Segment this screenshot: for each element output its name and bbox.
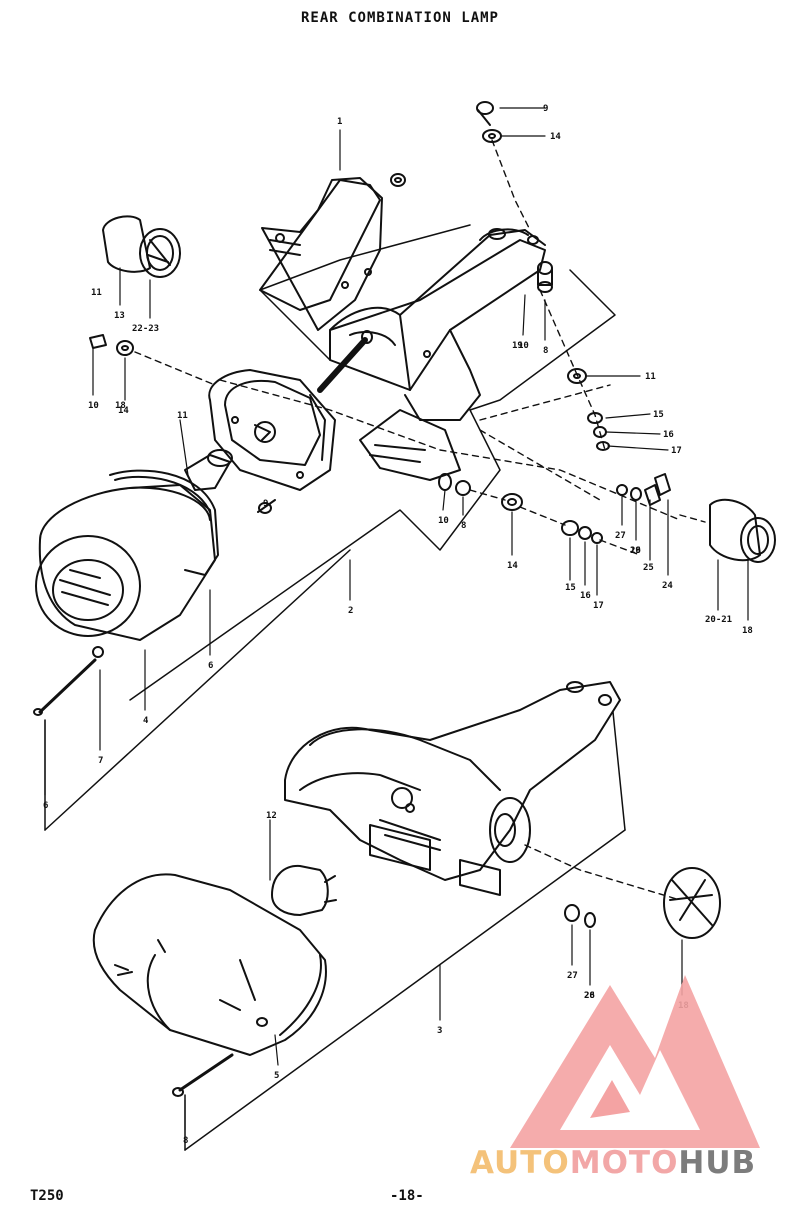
long-screw-lower <box>172 1053 234 1097</box>
callout-10b: 10 <box>518 341 529 351</box>
long-screw-upper <box>33 646 104 716</box>
brand-moto: MOTO <box>569 1145 679 1181</box>
callout-13: 13 <box>114 311 125 321</box>
bulb <box>271 864 337 916</box>
reflector-right <box>709 498 776 563</box>
brand-hub: HUB <box>678 1145 757 1181</box>
lower-nut-washer <box>564 904 596 928</box>
callout-7: 7 <box>98 756 103 766</box>
callout-15a: 15 <box>653 410 664 420</box>
screw-washer-left <box>89 334 134 356</box>
callout-10a: 10 <box>438 516 449 526</box>
callout-19b: 19 <box>630 546 641 556</box>
callout-20-21: 20-21 <box>705 615 732 625</box>
callout-22-23: 22-23 <box>132 324 159 334</box>
page-title: REAR COMBINATION LAMP <box>300 10 499 26</box>
callout-14c: 14 <box>507 561 518 571</box>
callout-2: 2 <box>348 606 353 616</box>
brand-auto: AUTO <box>470 1145 570 1181</box>
reflector-upper-left <box>102 215 181 278</box>
lamp-gasket-upper <box>109 469 219 576</box>
page-number: -18- <box>390 1188 424 1204</box>
callout-6b: 6 <box>43 801 48 811</box>
callout-18b: 18 <box>742 626 753 636</box>
tail-lens-lower <box>663 867 721 939</box>
callout-6a: 6 <box>208 661 213 671</box>
upper-bracket <box>259 177 546 481</box>
callout-11b: 11 <box>645 372 656 382</box>
callout-10c: 10 <box>88 401 99 411</box>
callout-16b: 16 <box>580 591 591 601</box>
callout-28: 28 <box>584 991 595 1001</box>
center-bolt-washers <box>438 473 603 544</box>
lens-screw-upper <box>257 499 276 514</box>
callout-9b: 9 <box>263 499 268 509</box>
lower-housing <box>284 681 621 896</box>
callout-8c: 8 <box>461 521 466 531</box>
model-code: T250 <box>30 1188 64 1204</box>
callout-26a: 26 <box>630 546 641 556</box>
callout-27a: 27 <box>615 531 626 541</box>
callout-5: 5 <box>274 1071 279 1081</box>
callout-11a: 11 <box>177 411 188 421</box>
callout-17a: 17 <box>671 446 682 456</box>
mounting-bolt <box>317 330 373 393</box>
callout-18a: 18 <box>115 401 126 411</box>
callout-8a: 8 <box>183 1136 188 1146</box>
callout-17b: 17 <box>593 601 604 611</box>
callout-14b: 14 <box>118 406 129 416</box>
grommet-right <box>537 261 553 293</box>
callout-26b: 26 <box>584 991 595 1001</box>
callout-24: 24 <box>662 581 673 591</box>
callout-1: 1 <box>337 117 342 127</box>
callout-19a: 19 <box>512 341 523 351</box>
callout-15b: 15 <box>565 583 576 593</box>
callout-9a: 9 <box>543 104 548 114</box>
callout-14a: 14 <box>550 132 561 142</box>
callout-4: 4 <box>143 716 149 726</box>
callout-11c: 11 <box>91 288 102 298</box>
washer-stack-right <box>567 368 610 451</box>
callout-3: 3 <box>437 1026 442 1036</box>
bulb-socket-upper <box>184 449 233 491</box>
callout-25: 25 <box>643 563 654 573</box>
callout-16a: 16 <box>663 430 674 440</box>
top-bolt-washer <box>476 101 502 143</box>
lamp-lens-lower <box>92 873 327 1056</box>
watermark-logo <box>510 975 760 1148</box>
callout-8b: 8 <box>543 346 548 356</box>
top-nut <box>390 173 406 187</box>
callout-12: 12 <box>266 811 277 821</box>
lamp-lens-upper <box>35 484 216 641</box>
terminal-parts <box>616 473 671 506</box>
callout-27b: 27 <box>567 971 578 981</box>
watermark-brand-text: AUTOMOTOHUB <box>470 1145 756 1181</box>
lamp-base-plate <box>208 369 336 491</box>
